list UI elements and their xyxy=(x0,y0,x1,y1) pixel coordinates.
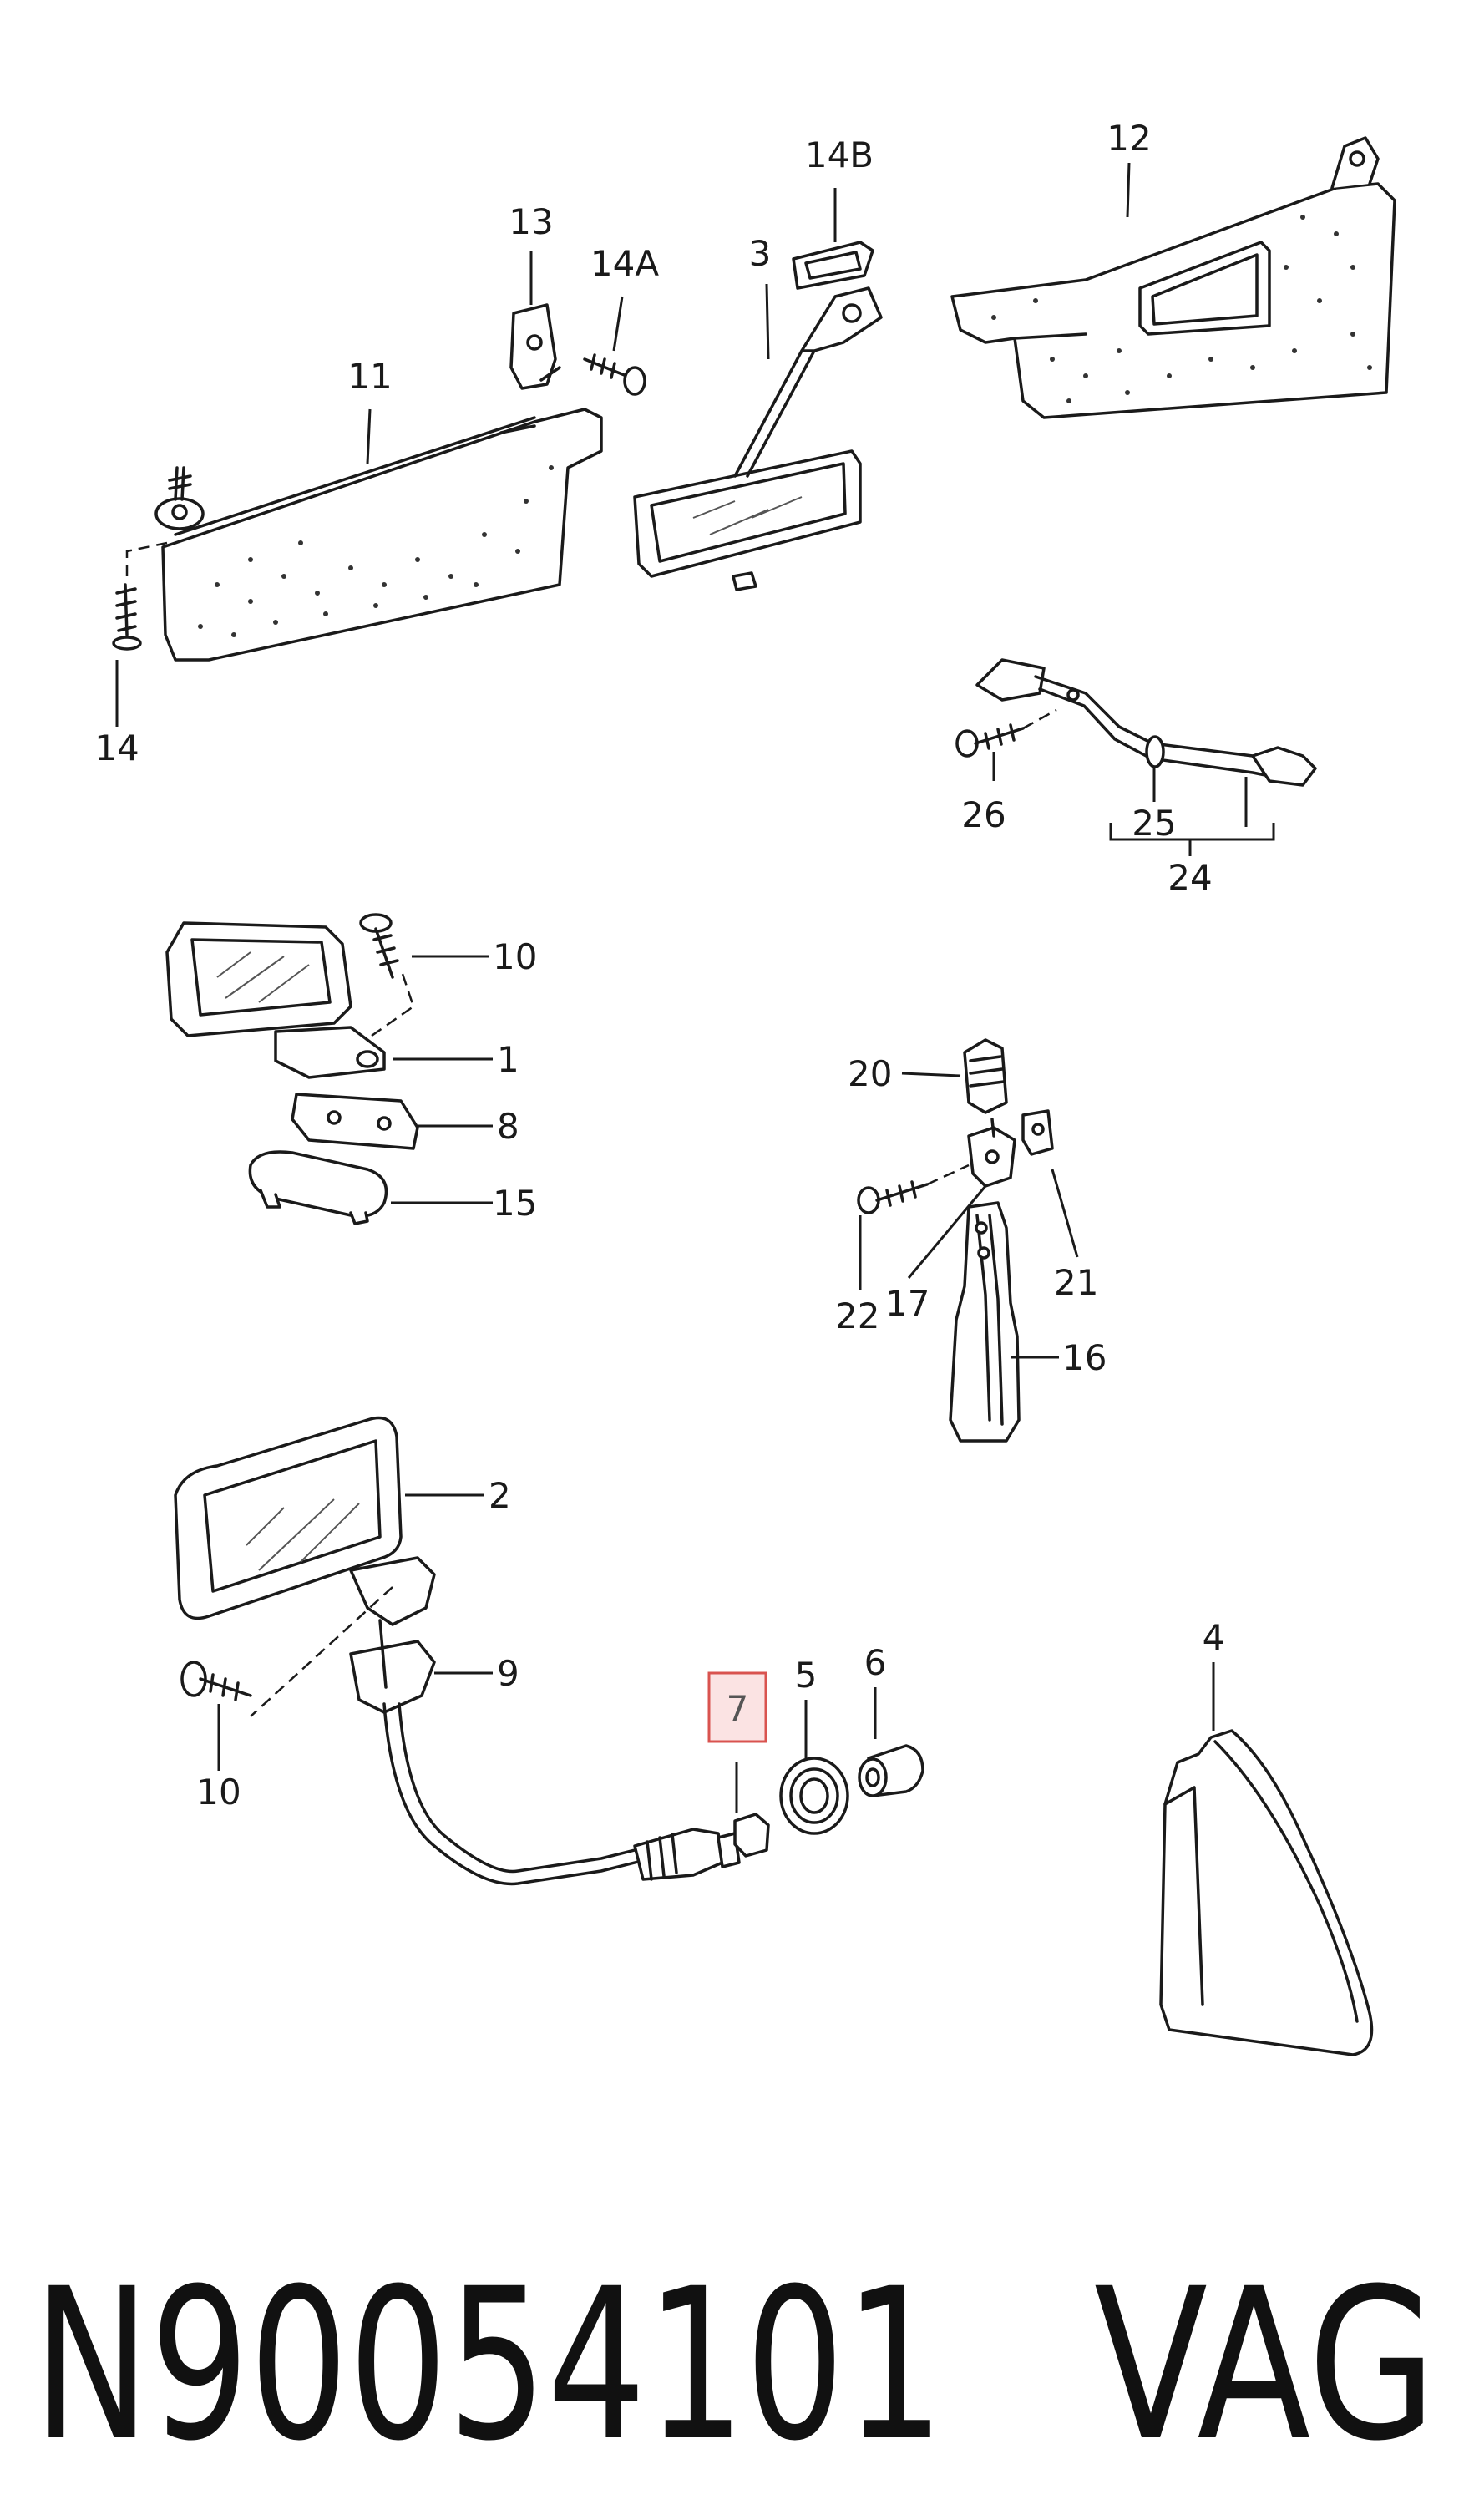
gasket-8 xyxy=(291,1093,419,1150)
screw-14 xyxy=(112,541,168,651)
outside-mirror-remote xyxy=(174,1416,436,1717)
leader-lines xyxy=(115,162,1275,1813)
screw-10-upper xyxy=(359,913,399,979)
base-9 xyxy=(349,1619,436,1714)
callout-7: 7 xyxy=(727,1688,749,1729)
screw-10-lower xyxy=(180,1661,252,1701)
part-number: N90054101 xyxy=(33,2244,944,2487)
strap-16 xyxy=(949,1201,1021,1443)
callout-14a: 14A xyxy=(590,243,659,284)
screw-14a xyxy=(583,353,646,396)
callout-25: 25 xyxy=(1132,803,1176,844)
grab-handle xyxy=(975,658,1317,787)
clip-13 xyxy=(509,303,561,390)
callout-26: 26 xyxy=(961,794,1006,835)
screw-22 xyxy=(857,1164,970,1214)
callout-10-lower: 10 xyxy=(196,1772,241,1813)
corner-trim-4 xyxy=(1159,1729,1374,2056)
callout-2: 2 xyxy=(489,1475,511,1516)
callout-20: 20 xyxy=(848,1053,892,1094)
interior-mirror xyxy=(633,286,883,591)
highlighted-callout-7: 7 xyxy=(707,1671,767,1743)
grommet-5 xyxy=(779,1757,849,1835)
sun-visor-left xyxy=(161,408,603,662)
cap-20 xyxy=(963,1038,1008,1114)
bracket-21 xyxy=(1021,1109,1054,1156)
visor-hinge xyxy=(154,466,205,530)
callout-15: 15 xyxy=(493,1183,537,1224)
screw-26 xyxy=(955,708,1057,758)
callout-13: 13 xyxy=(509,201,553,242)
callout-3: 3 xyxy=(749,233,772,274)
bushing-6 xyxy=(858,1744,924,1797)
callout-4: 4 xyxy=(1203,1617,1225,1658)
callout-6: 6 xyxy=(864,1642,887,1683)
callout-21: 21 xyxy=(1054,1262,1098,1303)
callout-5: 5 xyxy=(795,1655,818,1696)
highlight-box xyxy=(707,1671,767,1743)
outside-mirror-small xyxy=(165,921,415,1079)
footer: N90054101 VAG xyxy=(33,2244,1436,2487)
callout-9: 9 xyxy=(497,1653,519,1694)
sun-visor-right xyxy=(950,136,1396,419)
cover-15 xyxy=(248,1150,388,1225)
brand-name: VAG xyxy=(1094,2244,1436,2487)
callout-12: 12 xyxy=(1107,118,1151,159)
nut-7 xyxy=(733,1813,770,1858)
bracket-17 xyxy=(967,1118,1016,1188)
callout-1: 1 xyxy=(497,1039,519,1080)
callout-14b: 14B xyxy=(805,134,874,175)
callout-8: 8 xyxy=(497,1106,519,1147)
callout-16: 16 xyxy=(1062,1337,1107,1378)
callout-14: 14 xyxy=(94,728,139,768)
callout-labels: 14 11 13 14A 3 14B 12 26 25 24 10 1 8 15… xyxy=(94,118,1224,1813)
callout-22: 22 xyxy=(835,1295,879,1336)
remote-cable xyxy=(382,1702,741,1886)
callout-10-upper: 10 xyxy=(493,936,537,977)
callout-11: 11 xyxy=(347,356,392,397)
callout-17: 17 xyxy=(885,1283,930,1324)
callout-24: 24 xyxy=(1168,857,1212,898)
pad-14b xyxy=(792,241,874,290)
